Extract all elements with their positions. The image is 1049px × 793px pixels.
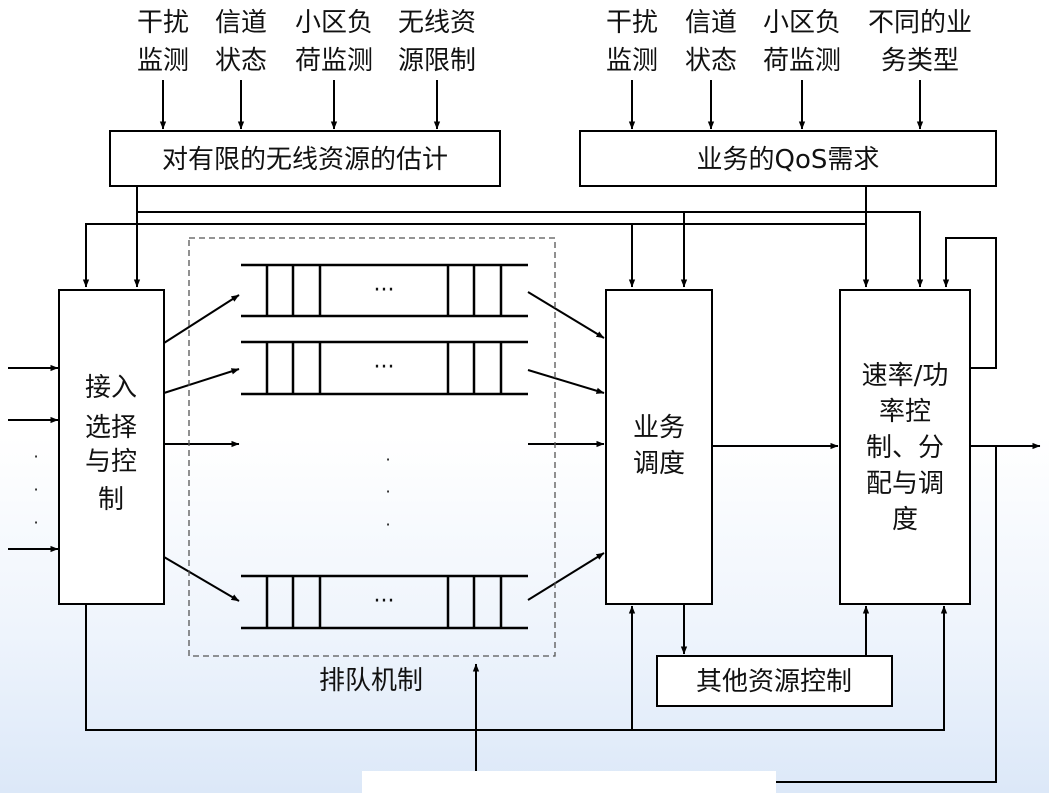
input-label-cell-load-2: 荷监测 xyxy=(763,46,841,76)
rate-box-label: 率控 xyxy=(879,397,931,427)
queue-mechanism-label: 排队机制 xyxy=(319,666,423,696)
other-resource-box-label: 其他资源控制 xyxy=(696,667,852,697)
queue-ellipsis: ··· xyxy=(374,589,395,614)
input-vertical-dot: · xyxy=(33,447,38,466)
queue-3 xyxy=(241,574,528,630)
input-vertical-dots: · · · xyxy=(33,447,38,532)
right-input-labels: 干扰 监测 信道 状态 小区负 荷监测 不同的业 务类型 xyxy=(606,8,972,76)
queue-vertical-dot: · xyxy=(385,482,390,501)
input-label-channel: 状态 xyxy=(215,46,267,76)
admission-control-box: 接入 选择 与控 制 xyxy=(58,289,165,605)
rate-box-label: 速率/功 xyxy=(862,361,949,391)
input-label-service-types: 务类型 xyxy=(881,46,959,76)
admission-box-label: 选择 xyxy=(85,413,137,443)
arrow xyxy=(163,294,240,344)
rate-power-control-box: 速率/功 率控 制、分 配与调 度 xyxy=(839,289,971,605)
input-label-channel: 信道 xyxy=(215,8,267,38)
arrow xyxy=(137,211,924,288)
estimate-box-label: 对有限的无线资源的估计 xyxy=(162,145,448,175)
input-label-interference-2: 监测 xyxy=(606,46,658,76)
scheduling-box-label: 调度 xyxy=(633,449,685,479)
input-label-resource-limit: 源限制 xyxy=(398,46,476,76)
left-input-labels: 干扰 监测 信道 状态 小区负 荷监测 无线资 源限制 xyxy=(137,8,476,76)
input-vertical-dot: · xyxy=(33,513,38,532)
input-label-cell-load: 荷监测 xyxy=(295,46,373,76)
arrow xyxy=(82,223,866,288)
arrow xyxy=(942,237,997,369)
input-vertical-dot: · xyxy=(33,480,38,499)
input-label-channel-2: 信道 xyxy=(685,8,737,38)
arrow xyxy=(527,552,605,601)
input-label-interference: 干扰 xyxy=(137,8,189,38)
scheduling-box-label: 业务 xyxy=(633,413,685,443)
service-scheduling-box: 业务 调度 xyxy=(605,289,713,605)
input-label-cell-load: 小区负 xyxy=(295,8,373,38)
arrow xyxy=(85,604,948,731)
qos-box-label: 业务的QoS需求 xyxy=(697,145,880,175)
top-input-arrows xyxy=(159,80,924,130)
queue-1 xyxy=(241,263,528,318)
queue-mechanism-border xyxy=(188,237,556,657)
queue-mechanism: ··· ··· ··· · · · 排队机制 xyxy=(188,237,556,696)
arrow xyxy=(163,556,240,602)
connection-lines xyxy=(8,186,1041,783)
estimate-box: 对有限的无线资源的估计 xyxy=(109,130,501,187)
arrow xyxy=(527,369,605,394)
qos-box: 业务的QoS需求 xyxy=(579,130,997,187)
input-label-cell-load-2: 小区负 xyxy=(763,8,841,38)
input-label-interference-2: 干扰 xyxy=(606,8,658,38)
arrow xyxy=(163,368,240,394)
input-label-service-types: 不同的业 xyxy=(868,8,972,38)
input-label-channel-2: 状态 xyxy=(685,46,737,76)
rate-box-label: 度 xyxy=(892,505,918,535)
other-resource-control-box: 其他资源控制 xyxy=(656,655,893,707)
admission-box-label: 接入 xyxy=(85,373,137,403)
queue-ellipsis: ··· xyxy=(374,278,395,303)
bottom-white-strip xyxy=(362,771,776,793)
queue-vertical-dot: · xyxy=(385,450,390,469)
input-label-interference: 监测 xyxy=(137,46,189,76)
queue-2 xyxy=(241,340,528,396)
admission-box-label: 与控 xyxy=(85,447,137,477)
rate-box-label: 制、分 xyxy=(866,433,944,463)
queue-vertical-dot: · xyxy=(385,515,390,534)
rate-box-label: 配与调 xyxy=(866,469,944,499)
arrow xyxy=(527,291,605,339)
input-label-resource-limit: 无线资 xyxy=(398,8,476,38)
admission-box-label: 制 xyxy=(98,485,124,515)
queue-ellipsis: ··· xyxy=(374,355,395,380)
